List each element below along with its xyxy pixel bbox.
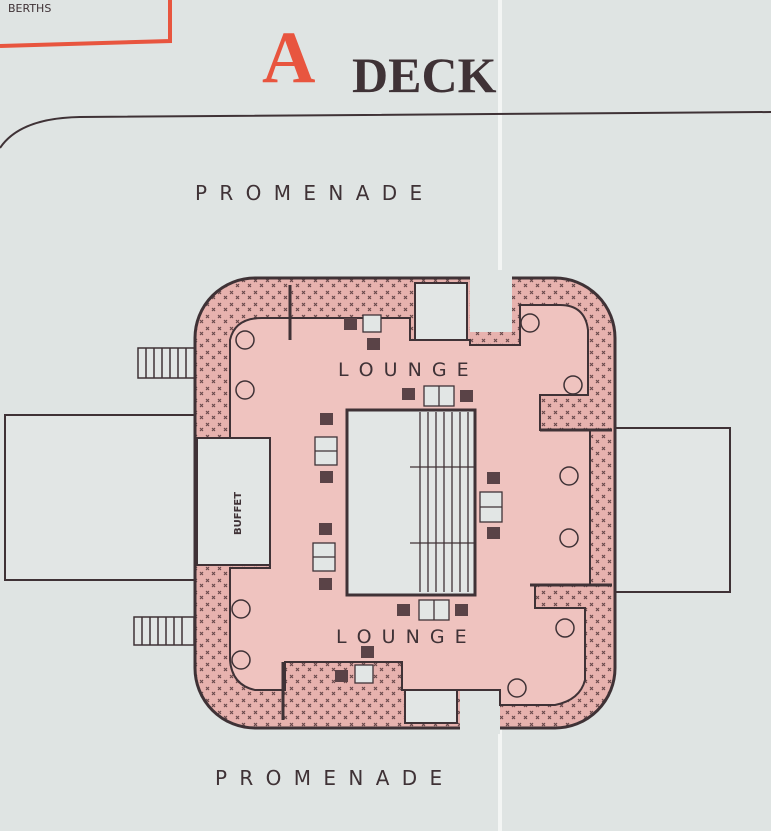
left-annex (4, 414, 198, 581)
lounge-lower-label: L O U N G E (336, 626, 469, 648)
separator-line (0, 111, 771, 149)
promenade-top-label: P R O M E N A D E (195, 181, 425, 205)
buffet-label: BUFFET (233, 492, 244, 535)
deck-letter: A (262, 17, 315, 99)
central-stairwell (345, 408, 477, 597)
right-annex (611, 427, 731, 593)
top-opening (470, 270, 512, 332)
buffet-room (196, 437, 271, 566)
promenade-bottom-label: P R O M E N A D E (215, 766, 445, 790)
stair-grate-upper (137, 347, 199, 379)
berths-box (0, 0, 172, 48)
columns (231, 313, 583, 698)
stair-grate-lower (133, 616, 195, 646)
deck-title: DECK (352, 47, 497, 103)
armchairs (319, 318, 500, 682)
top-room (414, 282, 468, 342)
berths-label: BERTHS (8, 2, 51, 15)
furniture (312, 314, 503, 684)
lounge-upper-label: L O U N G E (338, 359, 471, 381)
main-staircase (410, 412, 476, 592)
